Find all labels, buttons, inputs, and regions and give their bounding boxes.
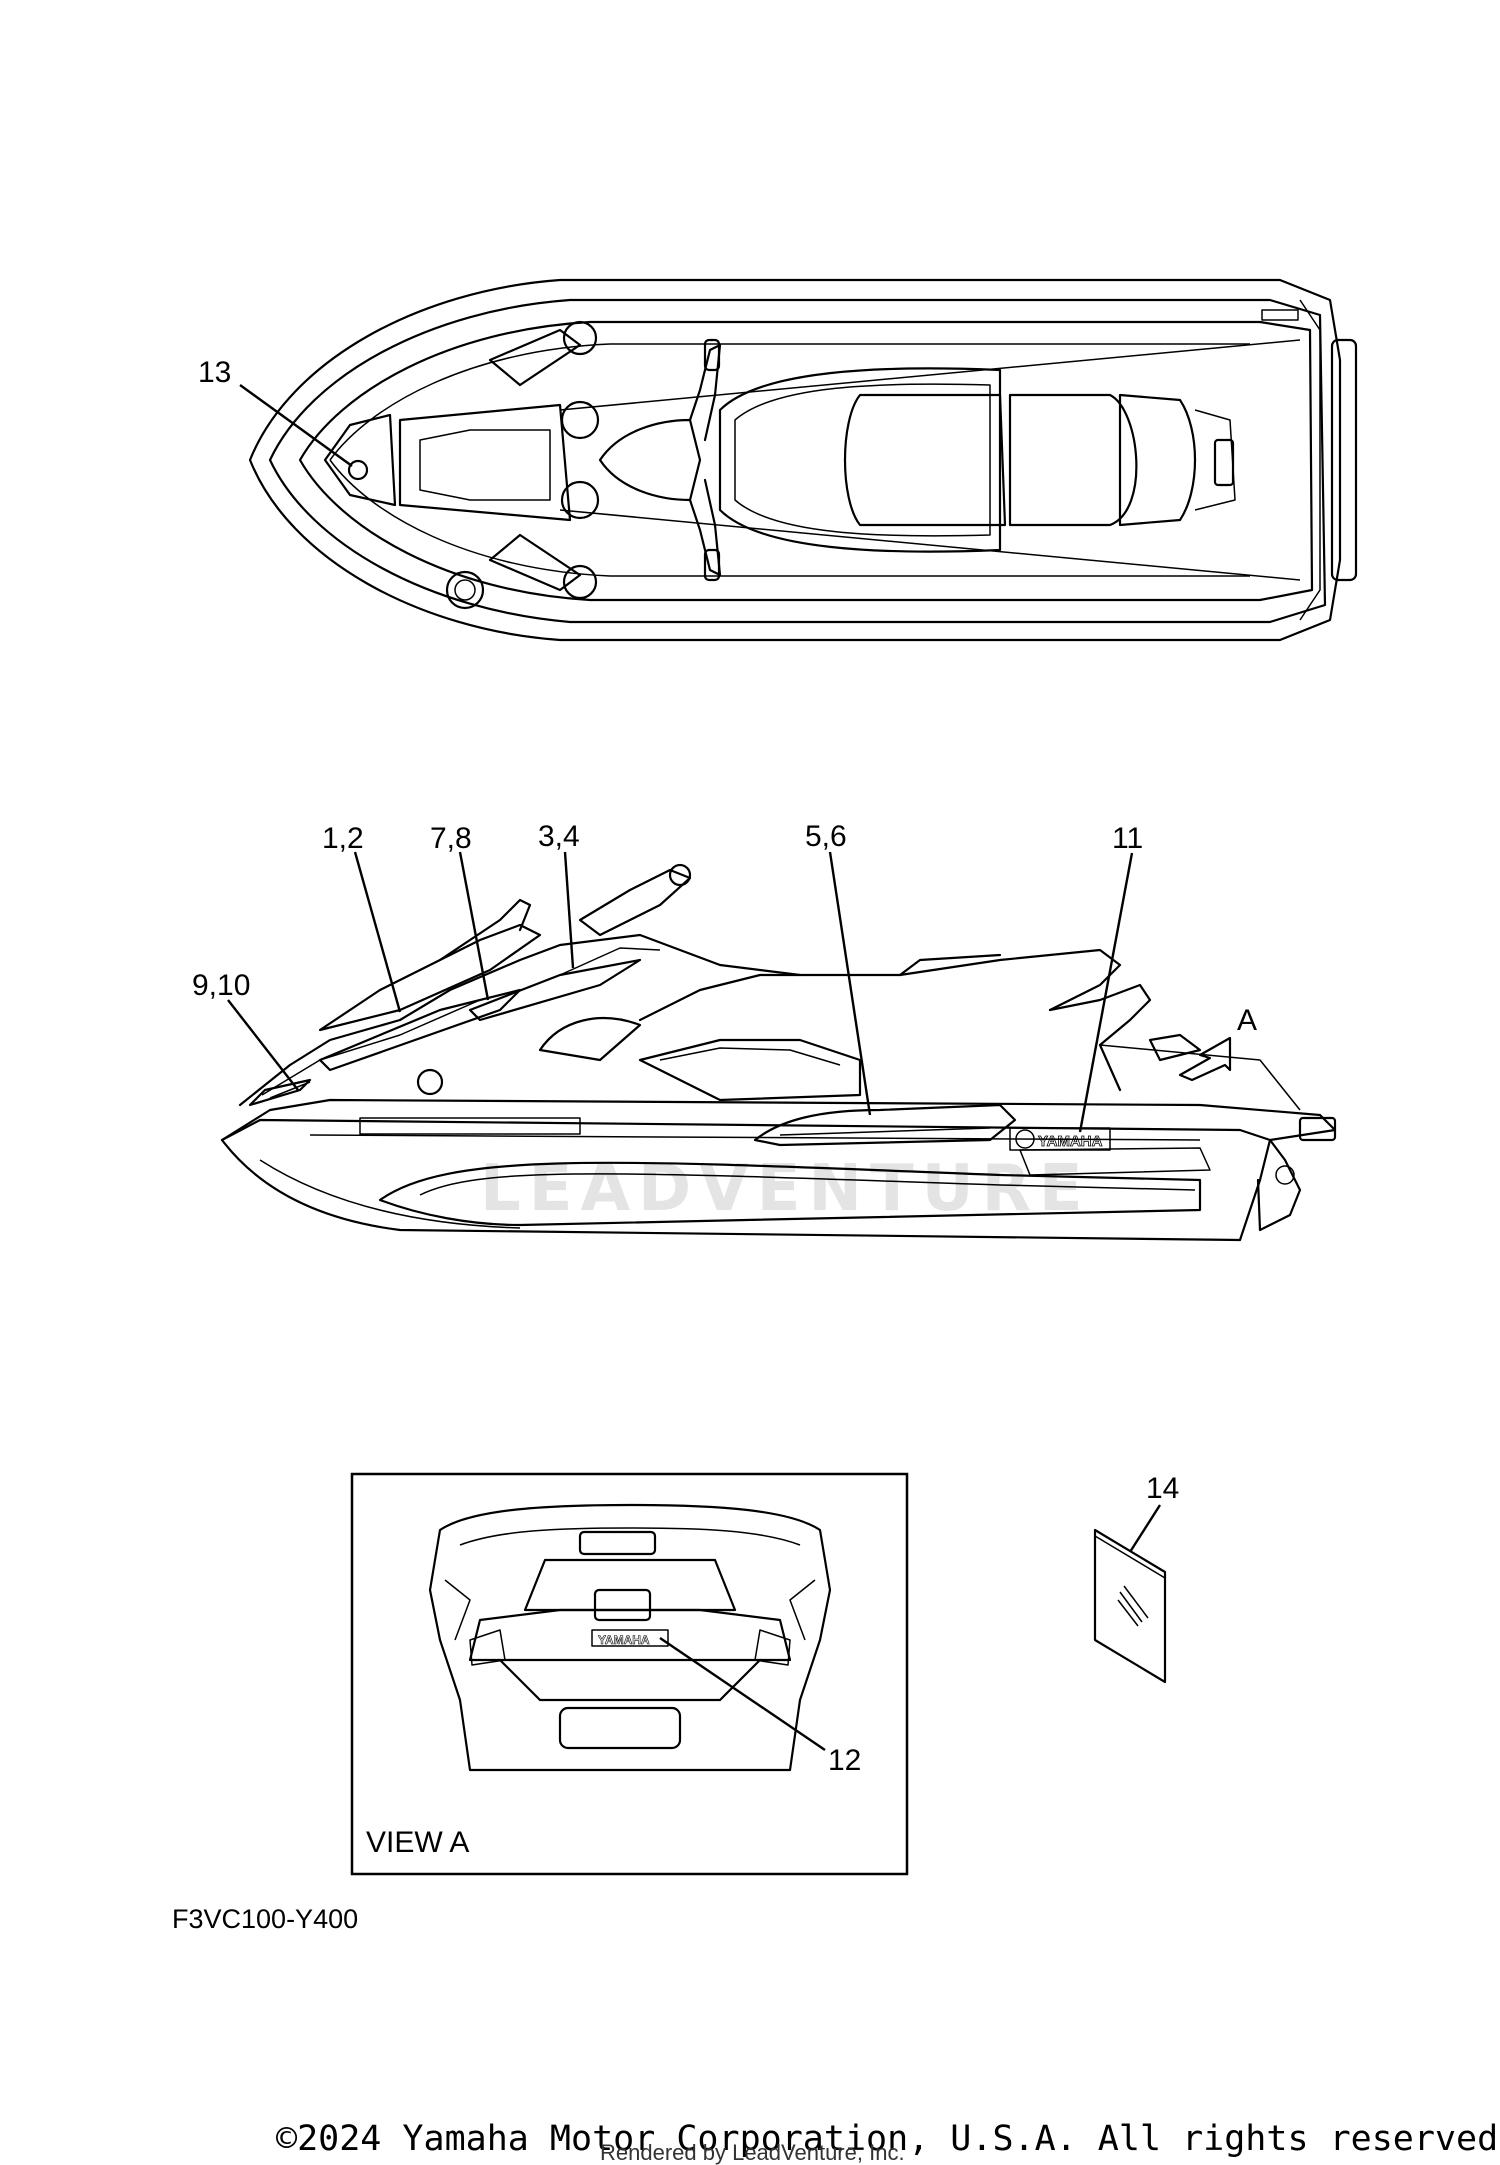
callout-3-4: 3,4 — [538, 820, 580, 853]
leader-14 — [1128, 1504, 1162, 1553]
copyright-notice: ©2024 Yamaha Motor Corporation, U.S.A. A… — [276, 2119, 1500, 2159]
rear-decal-text: YAMAHA — [598, 1633, 650, 1647]
callout-a: A — [1237, 1004, 1257, 1037]
callout-9-10: 9,10 — [192, 969, 250, 1002]
diagram-code: F3VC100-Y400 — [172, 1904, 358, 1934]
leader-5-6 — [828, 851, 872, 1116]
view-a-box: YAMAHA VIEW A — [350, 1472, 909, 1876]
top-view-watercraft — [248, 278, 1358, 642]
rendered-by-credit: Rendered by LeadVenture, Inc. — [600, 2140, 905, 2165]
leader-1-2 — [353, 851, 402, 1013]
leader-9-10 — [227, 999, 299, 1091]
callout-12: 12 — [828, 1744, 861, 1777]
leader-13 — [239, 384, 353, 467]
callout-1-2: 1,2 — [322, 822, 364, 855]
view-a-arrow-icon — [1178, 1036, 1232, 1082]
callout-7-8: 7,8 — [430, 822, 472, 855]
leader-12 — [659, 1637, 826, 1751]
view-a-label: VIEW A — [366, 1826, 469, 1859]
callout-5-6: 5,6 — [805, 820, 847, 853]
side-view-watercraft: LEADVENTURE — [220, 863, 1337, 1242]
leader-lines — [227, 384, 1162, 1751]
leader-7-8 — [458, 851, 490, 1001]
watermark-text: LEADVENTURE — [480, 1152, 1091, 1226]
nose-emblem-point — [347, 459, 369, 481]
callout-14: 14 — [1146, 1472, 1179, 1505]
callout-labels: 13 1,2 7,8 3,4 5,6 11 9,10 A 14 12 — [192, 356, 1257, 1777]
part-14-card — [1093, 1528, 1167, 1684]
callout-11: 11 — [1112, 822, 1143, 855]
side-decal-text: YAMAHA — [1038, 1133, 1103, 1150]
yamaha-rear-decal — [591, 1629, 669, 1647]
leader-11 — [1078, 852, 1134, 1133]
leader-3-4 — [563, 851, 575, 969]
callout-13: 13 — [198, 356, 231, 389]
yamaha-side-decal: YAMAHA — [1009, 1127, 1111, 1151]
